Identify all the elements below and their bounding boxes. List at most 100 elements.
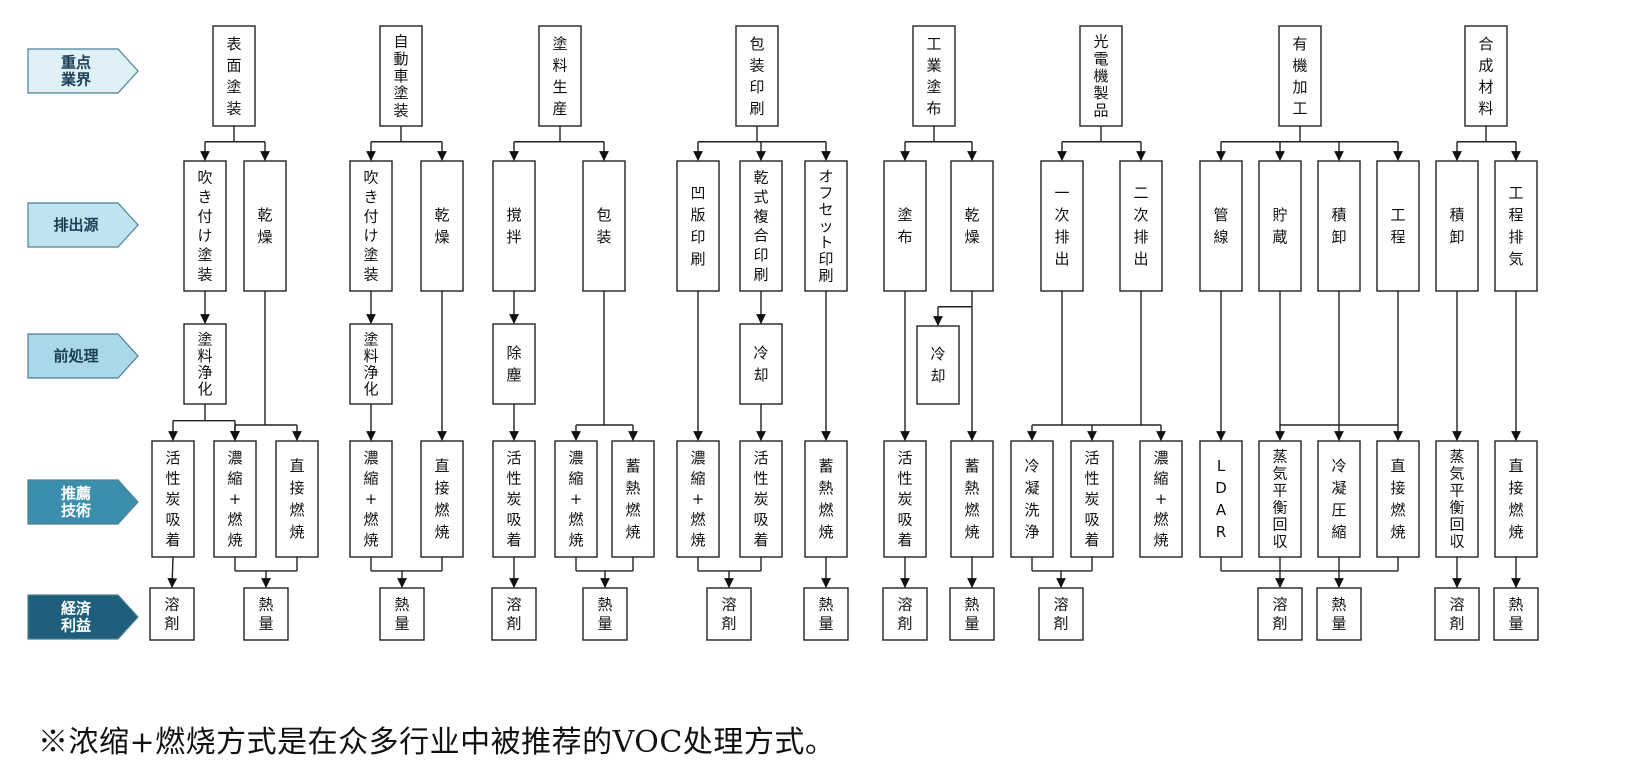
row-label-arrow <box>27 48 139 94</box>
node-s4a: 凹版印刷 <box>676 160 720 292</box>
row-label-arrow <box>27 333 139 379</box>
node-s2b: 乾燥 <box>420 160 464 292</box>
node-box <box>379 587 425 641</box>
node-box <box>883 160 927 292</box>
node-label: 溶剤 <box>506 596 521 633</box>
node-box <box>706 587 752 641</box>
connector-lines <box>167 126 1521 588</box>
node-box <box>1079 25 1123 127</box>
node-label: 溶剤 <box>721 596 736 633</box>
node-box <box>183 160 227 292</box>
node-box <box>1199 440 1243 558</box>
node-t4c: 蓄熱燃焼 <box>804 440 848 558</box>
node-box <box>1493 587 1539 641</box>
connector-arrow <box>167 556 178 588</box>
node-label: 濃縮+燃焼 <box>690 449 705 549</box>
row-label-text: 重点 <box>61 54 91 72</box>
node-label: 自動車塗装 <box>393 33 408 120</box>
node-s6a: 一次排出 <box>1040 160 1084 292</box>
node-s8a: 積卸 <box>1435 160 1479 292</box>
row-label-arrow <box>27 479 139 525</box>
node-b3b: 熱量 <box>582 587 628 641</box>
node-s4b: 乾式複合印刷 <box>739 160 783 292</box>
node-label: 貯蔵 <box>1272 206 1287 246</box>
node-box <box>950 160 994 292</box>
node-box <box>1010 440 1054 558</box>
node-p4: 冷却 <box>739 323 783 405</box>
node-t6c: 濃縮+燃焼 <box>1139 440 1183 558</box>
node-label: 塗料浄化 <box>197 330 212 398</box>
node-box <box>1278 25 1322 127</box>
node-label: 溶剤 <box>164 596 179 633</box>
node-box <box>739 160 783 292</box>
node-label: 包装印刷 <box>749 35 764 118</box>
node-s7b: 貯蔵 <box>1258 160 1302 292</box>
node-s7a: 管線 <box>1199 160 1243 292</box>
node-box <box>739 323 783 405</box>
node-p1: 塗料浄化 <box>183 323 227 405</box>
node-label: 工業塗布 <box>926 35 941 118</box>
node-label: 除塵 <box>506 344 521 384</box>
node-box <box>554 440 598 558</box>
node-label: 直接燃焼 <box>434 457 449 541</box>
node-i2: 自動車塗装 <box>379 25 423 127</box>
node-box <box>420 440 464 558</box>
node-box <box>1435 160 1479 292</box>
node-label: 溶剤 <box>1272 596 1287 633</box>
node-t6a: 冷凝洗浄 <box>1010 440 1054 558</box>
node-label: 冷却 <box>930 345 945 385</box>
node-label: 濃縮+燃焼 <box>568 449 583 549</box>
node-label: 濃縮+燃焼 <box>227 449 242 549</box>
node-label: 蓄熱燃焼 <box>818 457 833 541</box>
node-box <box>1317 160 1361 292</box>
node-s2a: 吹き付け塗装 <box>349 160 393 292</box>
node-label: 溶剤 <box>1449 596 1464 633</box>
row-label-text: 業界 <box>60 71 91 89</box>
node-label: 塗料浄化 <box>363 330 378 398</box>
node-t3a: 活性炭吸着 <box>492 440 536 558</box>
node-b6: 溶剤 <box>1038 587 1084 641</box>
node-box <box>275 440 319 558</box>
node-b5b: 熱量 <box>949 587 995 641</box>
node-box <box>349 160 393 292</box>
node-i4: 包装印刷 <box>735 25 779 127</box>
row-label-text: 排出源 <box>53 216 98 234</box>
node-box <box>1139 440 1183 558</box>
node-label: 濃縮+燃焼 <box>363 449 378 549</box>
node-label: 活性炭吸着 <box>753 449 768 549</box>
node-label: 包装 <box>596 206 611 246</box>
node-label: 熱量 <box>964 596 979 633</box>
row-label-text: 推薦 <box>61 485 91 503</box>
node-box <box>379 25 423 127</box>
row-label-arrow <box>27 202 139 248</box>
node-b5a: 溶剤 <box>882 587 928 641</box>
node-box <box>1494 160 1538 292</box>
node-box <box>582 587 628 641</box>
node-box <box>492 160 536 292</box>
node-t8b: 直接燃焼 <box>1494 440 1538 558</box>
node-b8b: 熱量 <box>1493 587 1539 641</box>
node-label: 工程 <box>1390 206 1405 246</box>
node-label: 撹拌 <box>506 206 521 246</box>
node-i5: 工業塗布 <box>912 25 956 127</box>
node-label: 熱量 <box>1331 596 1346 633</box>
node-box <box>151 440 195 558</box>
node-label: 有機加工 <box>1292 35 1307 118</box>
node-label: 凹版印刷 <box>690 184 705 268</box>
node-box <box>213 440 257 558</box>
node-label: 二次排出 <box>1133 184 1148 268</box>
node-t1a: 活性炭吸着 <box>151 440 195 558</box>
node-label: 乾式複合印刷 <box>753 169 768 284</box>
node-box <box>1199 160 1243 292</box>
node-t2b: 直接燃焼 <box>420 440 464 558</box>
node-box <box>1257 587 1303 641</box>
node-b1a: 溶剤 <box>149 587 195 641</box>
node-s3a: 撹拌 <box>492 160 536 292</box>
node-i7: 有機加工 <box>1278 25 1322 127</box>
node-t7c: 冷凝圧縮 <box>1317 440 1361 558</box>
row-label-text: 経済 <box>61 600 92 618</box>
node-t4b: 活性炭吸着 <box>739 440 783 558</box>
node-label: 塗布 <box>897 206 912 246</box>
